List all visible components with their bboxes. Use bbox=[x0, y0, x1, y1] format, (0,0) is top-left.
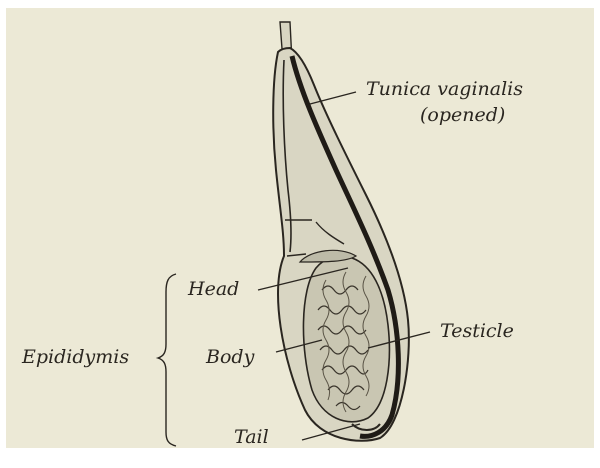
testicle-label: Testicle bbox=[440, 322, 514, 341]
tunica-opened-label: (opened) bbox=[420, 106, 505, 125]
epididymis-label: Epididymis bbox=[22, 348, 129, 367]
tail-label: Tail bbox=[234, 428, 269, 447]
testicle-shape bbox=[303, 256, 389, 421]
tunica-vaginalis-label: Tunica vaginalis bbox=[366, 80, 523, 99]
body-label: Body bbox=[206, 348, 254, 367]
head-label: Head bbox=[188, 280, 239, 299]
epididymis-brace bbox=[158, 274, 176, 446]
